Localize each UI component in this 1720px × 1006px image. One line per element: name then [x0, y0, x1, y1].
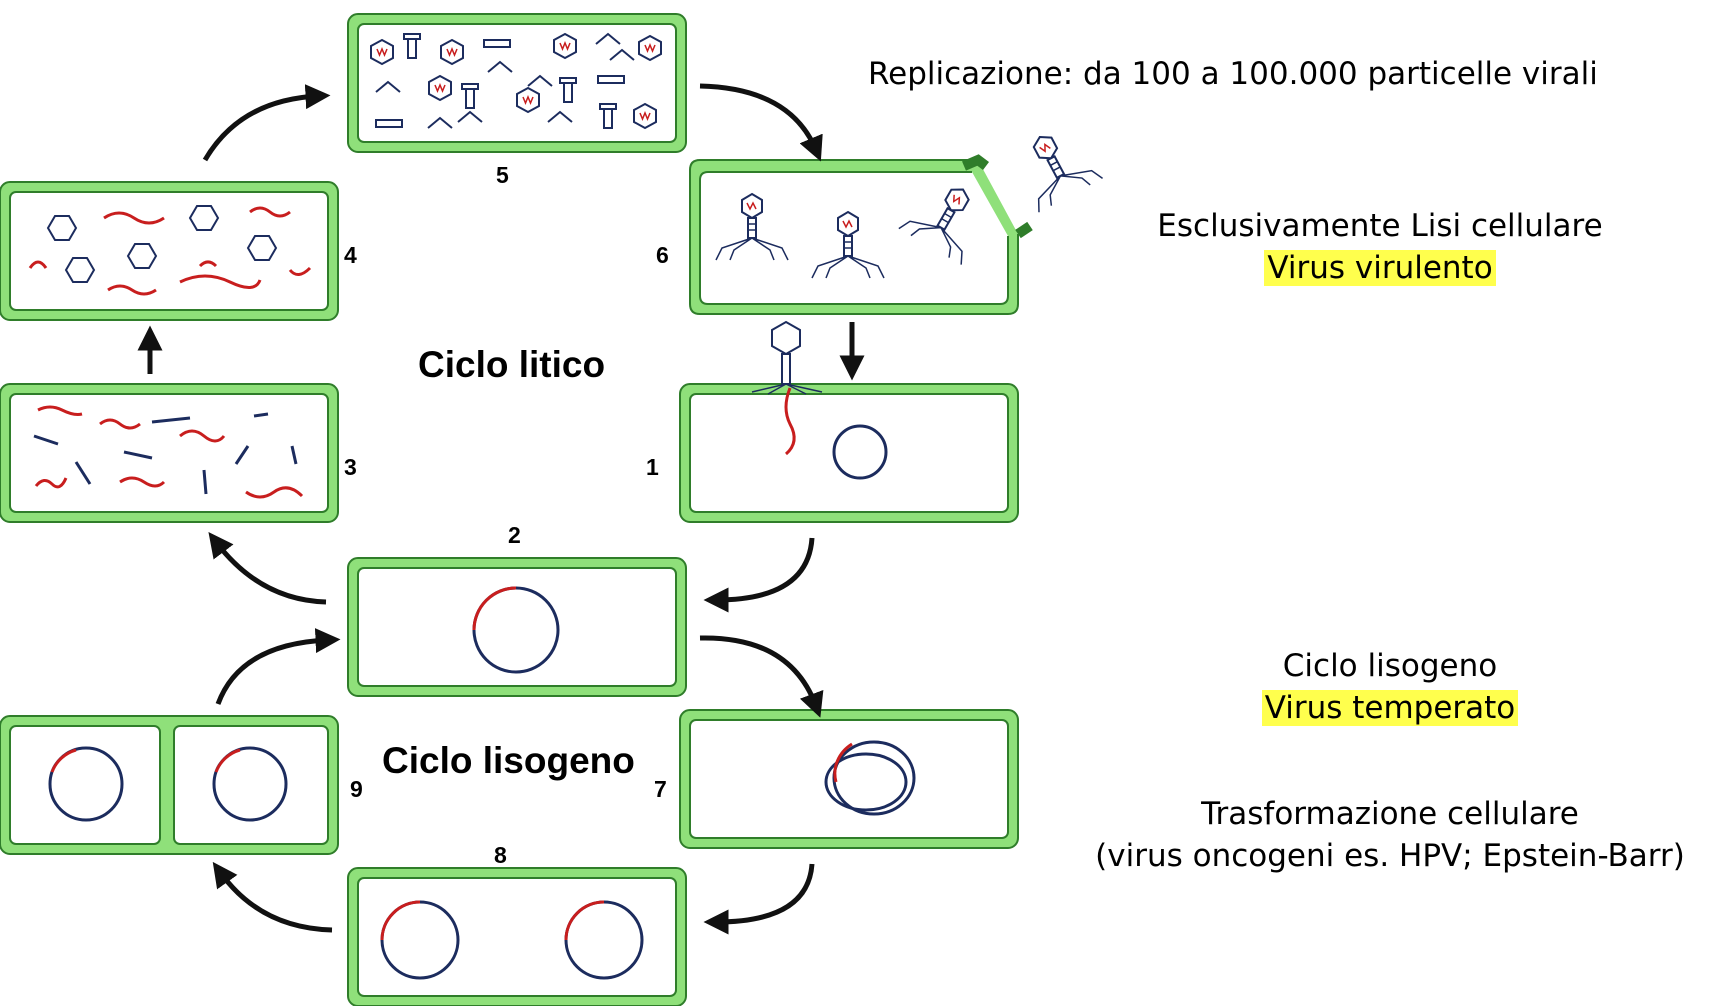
- lysogenic-cycle-title: Ciclo lisogeno: [382, 740, 635, 781]
- virulent-virus-label: Virus virulento: [1264, 250, 1496, 286]
- lysogenic-text: Ciclo lisogeno: [1282, 648, 1498, 684]
- step-number-5: 5: [496, 162, 509, 188]
- cell-step-6: [689, 119, 1104, 315]
- cycle-arrows: [137, 83, 865, 935]
- lytic-cycle-title: Ciclo litico: [418, 344, 606, 385]
- lysis-caption: Esclusivamente Lisi cellulare Virus viru…: [1110, 208, 1650, 286]
- step-number-1: 1: [646, 454, 659, 480]
- oncogenic-text: (virus oncogeni es. HPV; Epstein-Barr): [1095, 838, 1685, 874]
- cell-step-9: [0, 715, 339, 855]
- replication-caption: Replicazione: da 100 a 100.000 particell…: [868, 56, 1598, 92]
- cell-step-5: [347, 13, 687, 153]
- step-number-6: 6: [656, 242, 669, 268]
- cell-step-4: [0, 181, 339, 321]
- injecting-phage: [751, 320, 823, 395]
- step-number-8: 8: [494, 842, 507, 868]
- step-number-9: 9: [350, 776, 363, 802]
- step-number-3: 3: [344, 454, 357, 480]
- cell-step-3: [0, 383, 339, 523]
- cell-step-7: [679, 709, 1019, 849]
- step-number-7: 7: [654, 776, 667, 802]
- transformation-caption: Trasformazione cellulare (virus oncogeni…: [1060, 796, 1720, 874]
- cell-step-1: [679, 383, 1019, 523]
- lysis-text: Esclusivamente Lisi cellulare: [1157, 208, 1603, 244]
- cell-step-2: [347, 557, 687, 697]
- step-number-4: 4: [344, 242, 357, 268]
- step-number-2: 2: [508, 522, 521, 548]
- transformation-text: Trasformazione cellulare: [1201, 796, 1579, 832]
- temperate-virus-label: Virus temperato: [1261, 690, 1519, 726]
- cell-step-8: [347, 867, 687, 1006]
- lysogenic-caption: Ciclo lisogeno Virus temperato: [1120, 648, 1660, 726]
